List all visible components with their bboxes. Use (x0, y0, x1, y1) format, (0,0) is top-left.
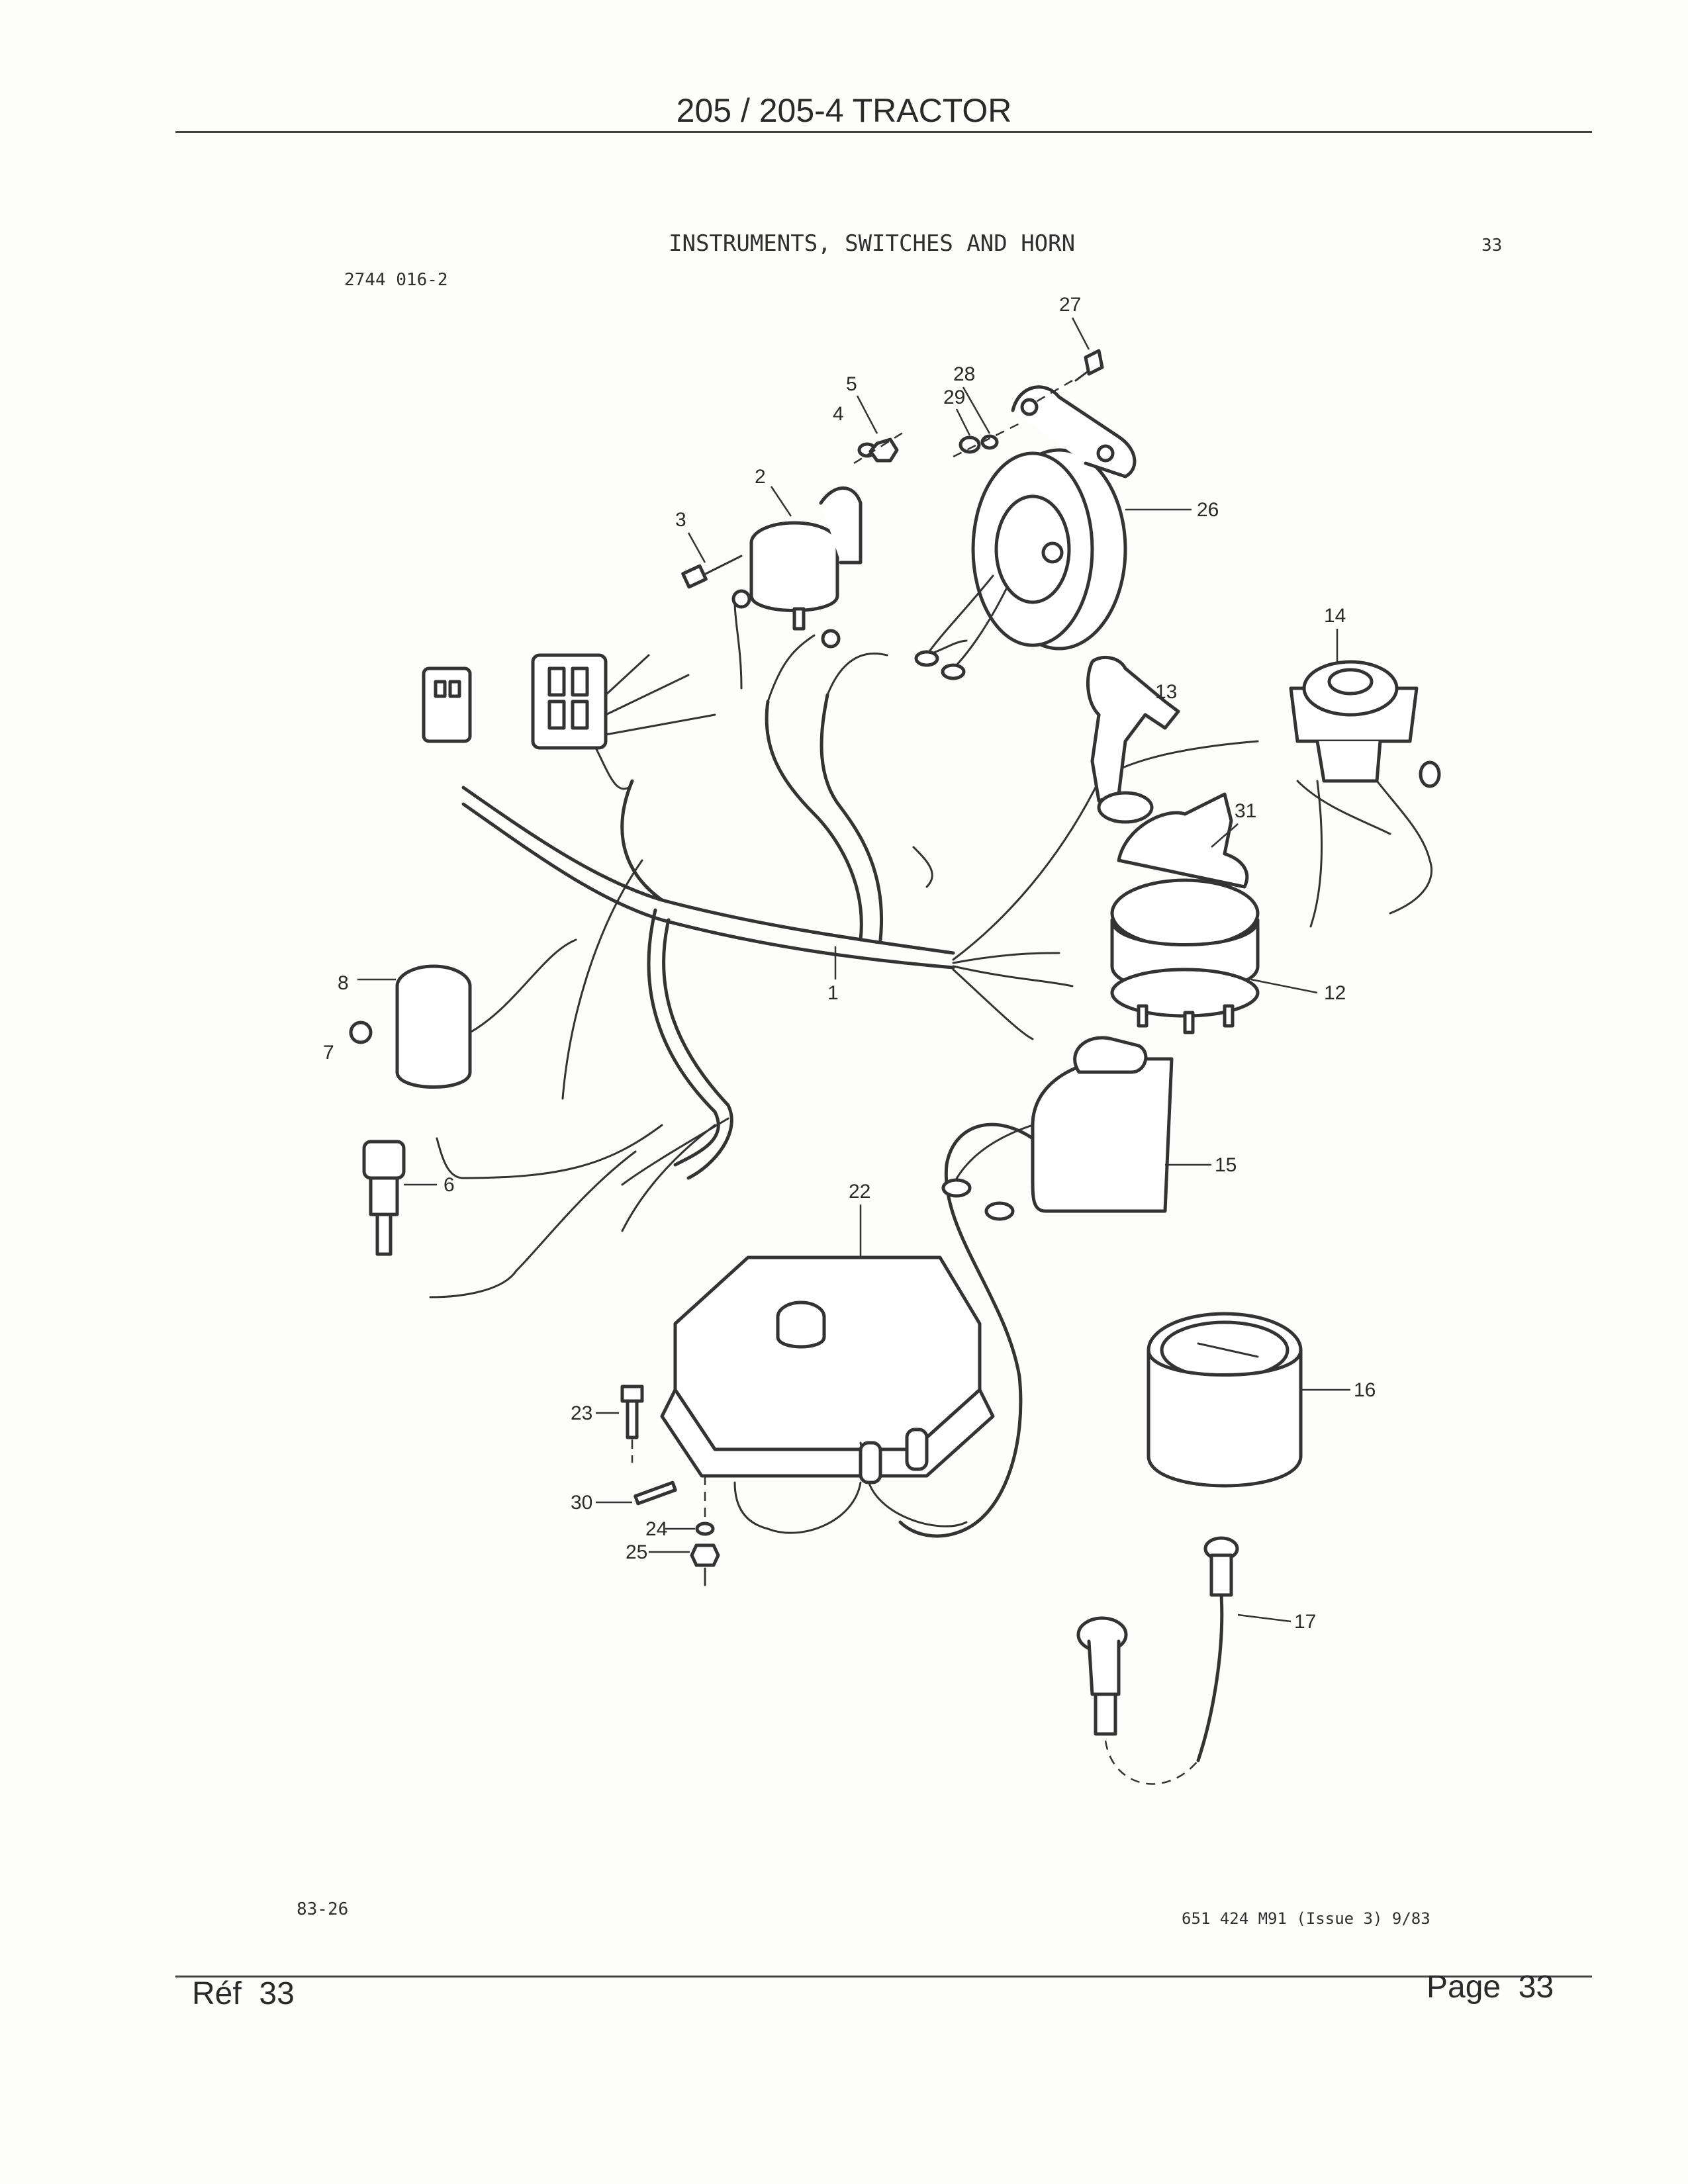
footer-ref-number: 33 (259, 1976, 295, 2011)
flasher-unit (681, 486, 863, 649)
callout-17: 17 (1294, 1611, 1316, 1633)
drawing-code: 2744 016-2 (344, 270, 448, 290)
warning-bulb (349, 1021, 373, 1044)
wiring-harness (429, 601, 1259, 1298)
callout-26: 26 (1197, 499, 1219, 521)
callout-31: 31 (1235, 800, 1256, 822)
callout-1: 1 (827, 982, 839, 1004)
toggle-switch (1289, 660, 1441, 928)
callout-24: 24 (645, 1518, 667, 1540)
tachometer-gauge (1147, 1312, 1350, 1488)
plate-title: INSTRUMENTS, SWITCHES AND HORN (669, 230, 1076, 257)
bolt-23 (596, 1385, 644, 1463)
nut-washer-28-29 (953, 422, 1020, 458)
callout-22: 22 (849, 1181, 870, 1203)
ignition-switch (1110, 792, 1318, 1034)
footer-page-label: Page (1427, 1970, 1501, 2005)
spring-pin-30 (596, 1480, 677, 1506)
footer-rule (175, 1976, 1592, 1978)
callout-30: 30 (571, 1492, 592, 1514)
footer-page-number: 33 (1518, 1970, 1554, 2005)
pressure-sender (362, 1140, 437, 1256)
callout-6: 6 (444, 1174, 455, 1196)
tachometer-cable (1076, 1536, 1291, 1785)
harness-connector-block (422, 653, 716, 790)
light-switch (898, 1036, 1211, 1538)
ignition-key (1086, 655, 1180, 824)
callout-16: 16 (1354, 1379, 1376, 1401)
bolt-27 (1032, 349, 1104, 405)
footer-ref-label: Réf (192, 1976, 242, 2011)
footer-page: Page 33 (1427, 1969, 1554, 2005)
callout-7: 7 (323, 1042, 334, 1064)
callout-28: 28 (953, 363, 975, 385)
cigar-lighter (357, 938, 577, 1089)
header-rule (175, 131, 1592, 133)
nut-washer-4-5 (853, 429, 908, 465)
callout-29: 29 (943, 387, 965, 408)
callout-15: 15 (1215, 1154, 1237, 1176)
publication-number: 651 424 M91 (Issue 3) 9/83 (1182, 1909, 1430, 1928)
callout-2: 2 (755, 466, 766, 488)
callout-14: 14 (1324, 605, 1346, 627)
washer-nut-24-25 (649, 1476, 720, 1586)
horn (914, 385, 1192, 680)
callout-8: 8 (338, 972, 349, 994)
callout-25: 25 (626, 1541, 647, 1563)
callout-12: 12 (1324, 982, 1346, 1004)
callout-13: 13 (1155, 681, 1177, 703)
date-code: 83-26 (297, 1899, 349, 1919)
plate-number: 33 (1481, 236, 1503, 255)
callout-4: 4 (833, 403, 844, 425)
footer-ref: Réf 33 (192, 1976, 295, 2012)
callout-5: 5 (846, 373, 857, 395)
callout-27: 27 (1059, 294, 1081, 316)
callout-3: 3 (675, 509, 686, 531)
voltage-regulator (660, 1205, 995, 1534)
callout-numbers: 1 2 3 4 5 6 7 8 12 13 14 15 16 17 22 23 … (323, 294, 1376, 1633)
page-header-title: 205 / 205-4 TRACTOR (676, 92, 1012, 129)
callout-23: 23 (571, 1402, 592, 1424)
